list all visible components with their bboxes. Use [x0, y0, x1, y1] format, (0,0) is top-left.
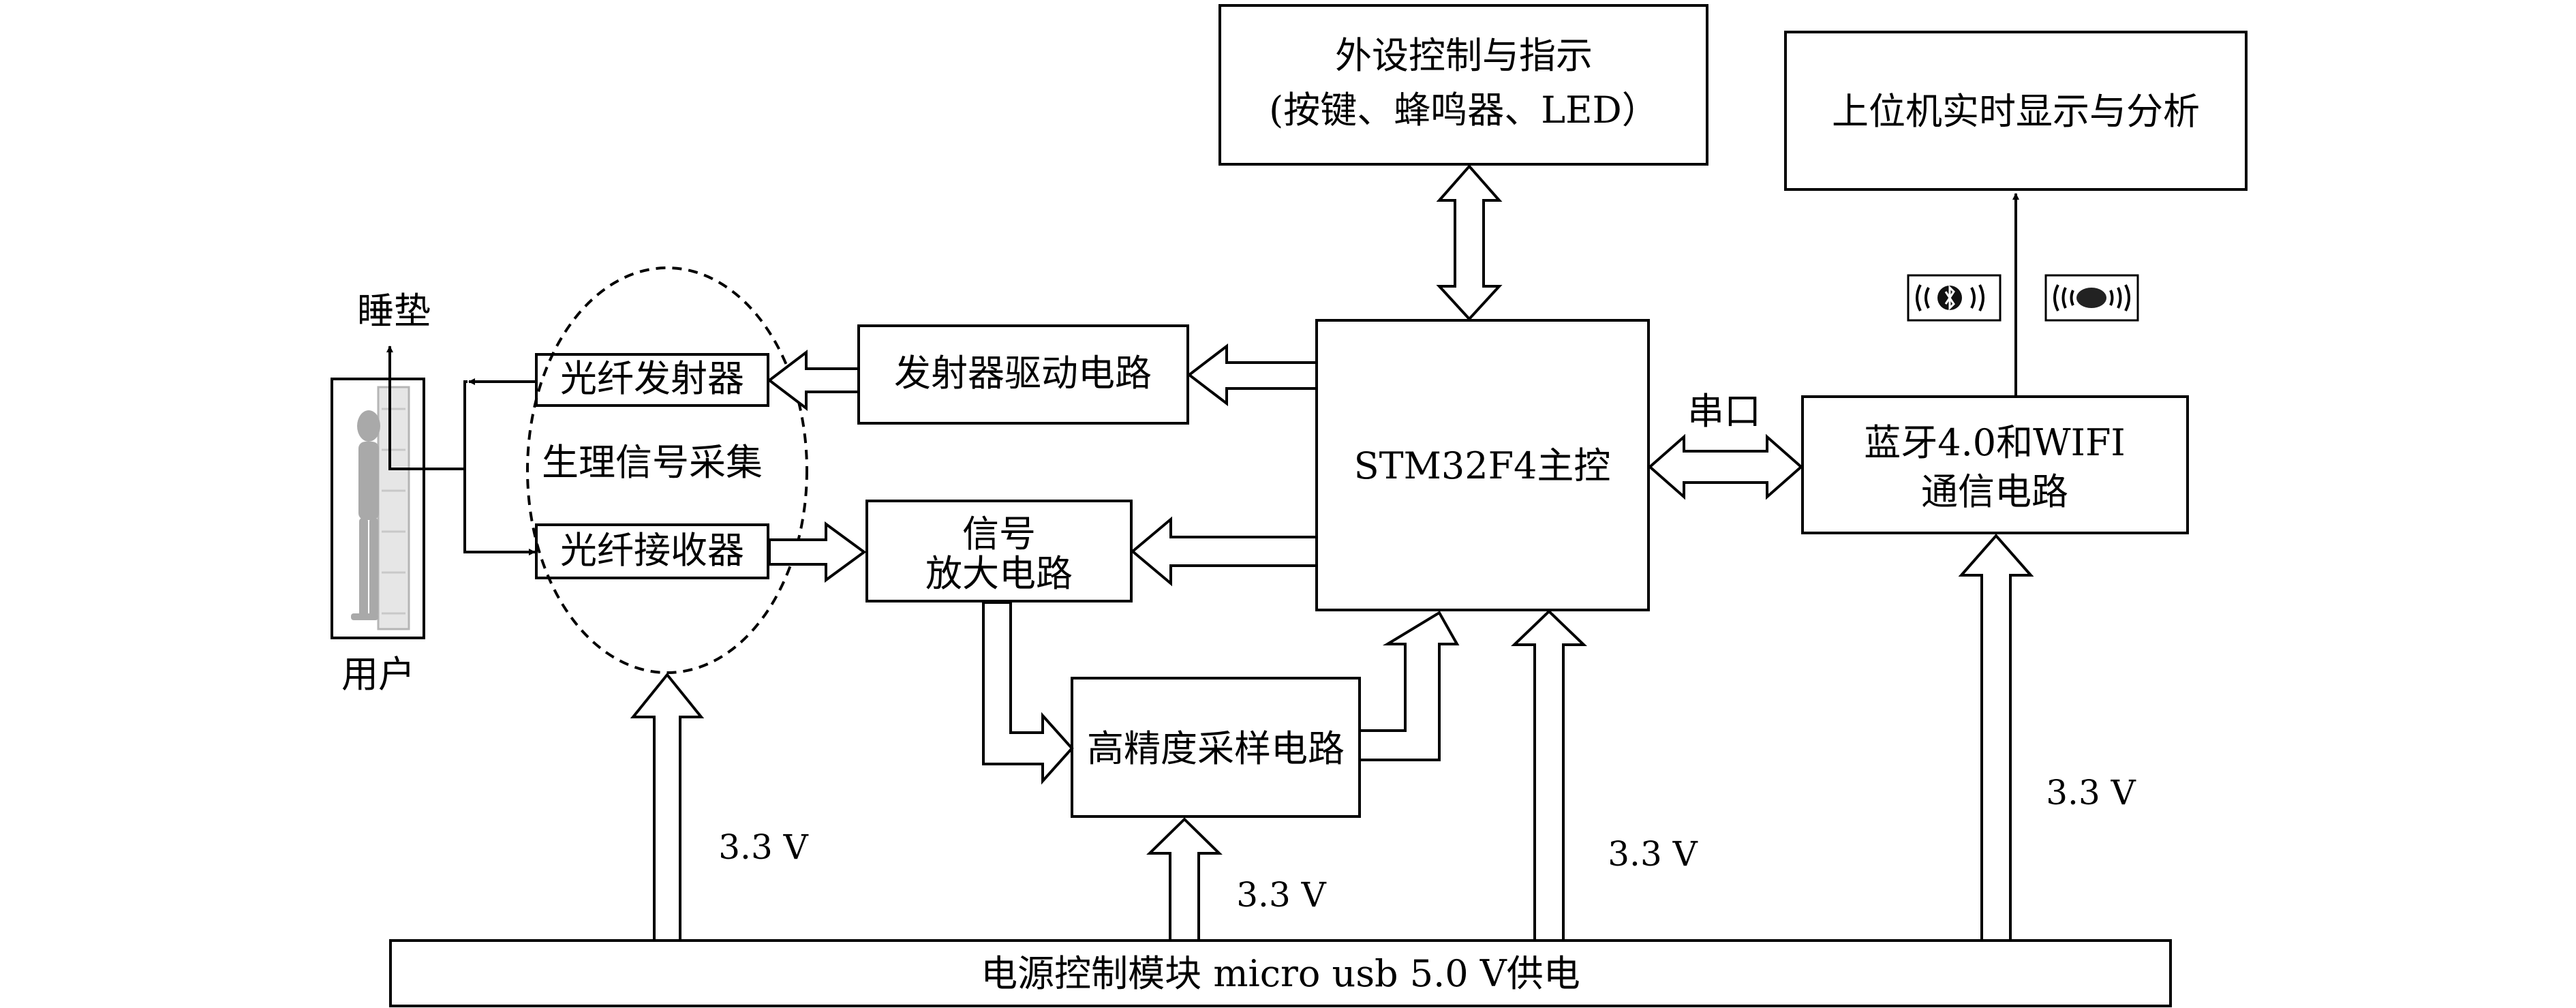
serial-port-label: 串口	[1687, 390, 1761, 433]
driver-to-fiber-tx-arrow	[767, 349, 860, 412]
user-tx-line	[390, 380, 467, 470]
mattress-strip	[377, 386, 410, 630]
power-to-wireless-arrow	[1958, 533, 2034, 942]
power-label: 电源控制模块 micro usb 5.0 V供电	[981, 952, 1580, 995]
amplifier-subtitle: 放大电路	[925, 552, 1073, 595]
wifi-icon	[2044, 274, 2139, 322]
mcu-wireless-arrow	[1647, 433, 1804, 500]
acquisition-label: 生理信号采集	[542, 441, 763, 484]
fiber-rx-label: 光纤接收器	[560, 529, 744, 572]
fiber-tx-block: 光纤发射器	[535, 353, 769, 407]
mattress-label: 睡垫	[357, 290, 431, 333]
peripheral-mcu-arrow	[1436, 164, 1503, 321]
wireless-subtitle: 通信电路	[1921, 470, 2068, 513]
mcu-label: STM32F4主控	[1354, 444, 1611, 487]
adc-to-mcu-arrow	[1358, 611, 1460, 761]
peripheral-subtitle: (按键、蜂鸣器、LED）	[1269, 89, 1659, 132]
fiber-tx-label: 光纤发射器	[560, 357, 744, 400]
emitter-driver-label: 发射器驱动电路	[894, 352, 1152, 395]
fiber-rx-block: 光纤接收器	[535, 523, 769, 579]
amplifier-title: 信号	[962, 513, 1036, 555]
peripheral-title: 外设控制与指示	[1335, 34, 1593, 77]
voltage-label-mcu: 3.3 V	[1608, 834, 1698, 874]
power-to-mcu-arrow	[1511, 609, 1587, 942]
mcu-to-amp-arrow	[1130, 516, 1318, 587]
fiber-rx-to-amp-arrow	[768, 521, 867, 583]
wireless-title: 蓝牙4.0和WIFI	[1864, 421, 2126, 464]
user-to-fiber-rx-arrow	[463, 469, 536, 555]
wireless-block: 蓝牙4.0和WIFI 通信电路	[1801, 395, 2189, 534]
emitter-driver-block: 发射器驱动电路	[857, 324, 1189, 425]
power-to-acquisition-arrow	[630, 672, 705, 942]
bluetooth-icon	[1907, 274, 2002, 322]
adc-label: 高精度采样电路	[1087, 727, 1345, 770]
host-label: 上位机实时显示与分析	[1832, 90, 2200, 133]
user-figure	[331, 378, 425, 639]
mcu-block: STM32F4主控	[1315, 319, 1650, 611]
user-label: 用户	[341, 653, 415, 696]
peripheral-block: 外设控制与指示 (按键、蜂鸣器、LED）	[1218, 4, 1708, 166]
amp-to-adc-arrow	[982, 601, 1074, 785]
power-block: 电源控制模块 micro usb 5.0 V供电	[389, 939, 2172, 1007]
person-silhouette	[351, 410, 380, 620]
power-to-adc-arrow	[1146, 817, 1223, 942]
voltage-label-acquisition: 3.3 V	[718, 827, 808, 867]
mcu-to-driver-arrow	[1186, 343, 1318, 407]
voltage-label-adc: 3.3 V	[1236, 875, 1326, 915]
host-block: 上位机实时显示与分析	[1784, 31, 2248, 191]
adc-block: 高精度采样电路	[1071, 677, 1361, 818]
voltage-label-wireless: 3.3 V	[2046, 773, 2136, 812]
amplifier-block: 信号 放大电路	[865, 500, 1133, 602]
